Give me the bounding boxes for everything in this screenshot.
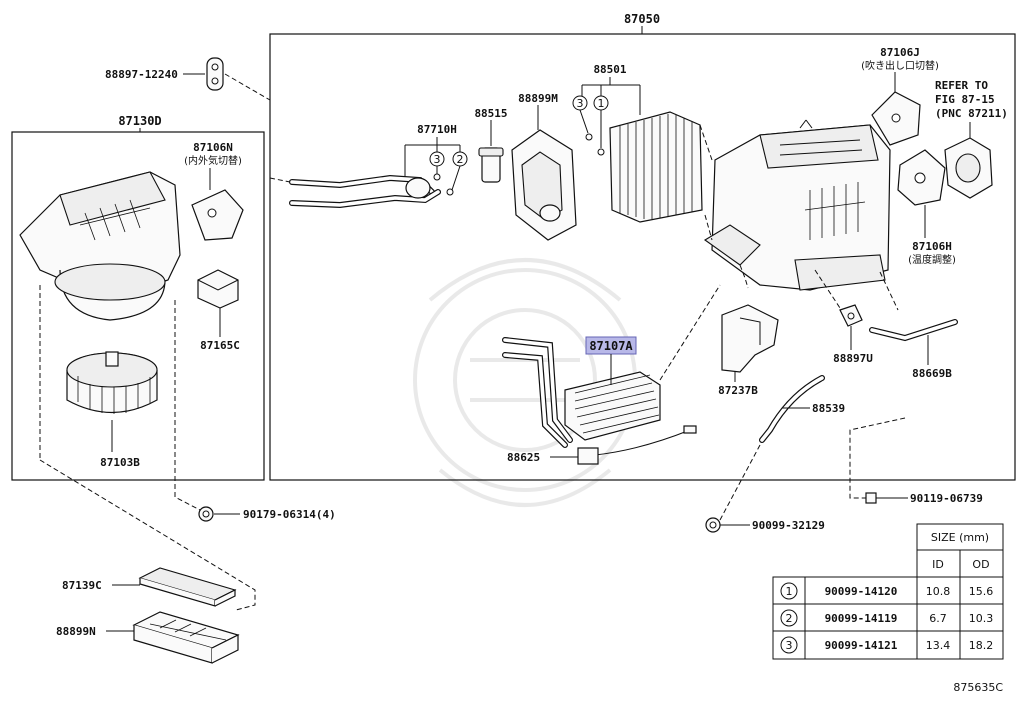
callout-3-88501: 3 — [572, 95, 588, 111]
label-87103B: 87103B — [100, 456, 140, 469]
figure-number: 875635C — [953, 681, 1003, 694]
table-row: 3 90099-14121 13.4 18.2 — [780, 636, 994, 654]
valve-88515-part — [478, 147, 504, 183]
svg-text:10.3: 10.3 — [969, 612, 994, 625]
label-87106J: 87106J — [880, 46, 920, 59]
label-88899M: 88899M — [518, 92, 558, 105]
label-87106J-jp: (吹き出し口切替) — [861, 59, 939, 72]
svg-text:90099-14120: 90099-14120 — [825, 585, 898, 598]
label-88899N: 88899N — [56, 625, 96, 638]
svg-text:18.2: 18.2 — [969, 639, 994, 652]
assembly-87130D-frame — [11, 131, 265, 481]
filter-case-88899N-part — [132, 611, 240, 664]
label-90179-06314: 90179-06314(4) — [243, 508, 336, 521]
callout-3-87710H: 3 — [429, 151, 445, 167]
label-87130D: 87130D — [118, 114, 161, 128]
svg-text:2: 2 — [457, 153, 464, 166]
tube-87710H-part — [289, 174, 441, 209]
servo-87106J-part — [871, 91, 921, 146]
screw-90179-part — [198, 506, 214, 522]
label-87106H-jp: (温度調整) — [908, 253, 956, 266]
svg-text:13.4: 13.4 — [926, 639, 951, 652]
size-table-col-od: OD — [972, 558, 989, 571]
label-88897U: 88897U — [833, 352, 873, 365]
filter-87139C-part — [138, 567, 237, 607]
label-87106N: 87106N — [193, 141, 233, 154]
refer-text-line3: (PNC 87211) — [935, 107, 1008, 120]
duct-87237B-part — [721, 304, 779, 373]
label-88539: 88539 — [812, 402, 845, 415]
watermark-emblem — [413, 258, 637, 507]
svg-text:90099-14119: 90099-14119 — [825, 612, 898, 625]
svg-text:90099-14121: 90099-14121 — [825, 639, 898, 652]
wire-88625-part — [577, 425, 697, 465]
svg-text:3: 3 — [434, 153, 441, 166]
label-90099-32129: 90099-32129 — [752, 519, 825, 532]
heater-case-part — [703, 124, 891, 291]
case-88899M-part — [511, 129, 577, 241]
table-row: 1 90099-14120 10.8 15.6 — [780, 582, 994, 600]
actuator-87211-part — [944, 137, 993, 199]
refer-text-line2: FIG 87-15 — [935, 93, 995, 106]
callout-2-87710H: 2 — [452, 151, 468, 167]
evaporator-88501-part — [609, 111, 703, 223]
grommet-part — [206, 57, 224, 91]
hose-88669B-part — [869, 319, 958, 342]
label-88515: 88515 — [474, 107, 507, 120]
blower-motor-87103B-part — [66, 351, 158, 414]
clip-90099-32129-part — [705, 517, 721, 533]
label-88501: 88501 — [593, 63, 626, 76]
label-88625: 88625 — [507, 451, 540, 464]
label-88897-12240: 88897-12240 — [105, 68, 178, 81]
label-87237B: 87237B — [718, 384, 758, 397]
heater-core-87107A-part — [502, 337, 661, 448]
svg-text:2: 2 — [786, 612, 793, 625]
label-87139C: 87139C — [62, 579, 102, 592]
grommet-88897U-part — [839, 304, 863, 327]
label-87106H: 87106H — [912, 240, 952, 253]
label-87710H: 87710H — [417, 123, 457, 136]
size-table: SIZE (mm) ID OD 1 90099-14120 10.8 15.6 … — [772, 523, 1004, 660]
label-87106N-jp: (内外気切替) — [184, 154, 242, 167]
svg-text:1: 1 — [786, 585, 793, 598]
size-table-title: SIZE (mm) — [931, 531, 989, 544]
label-88669B: 88669B — [912, 367, 952, 380]
label-87050: 87050 — [624, 12, 660, 26]
svg-text:3: 3 — [577, 97, 584, 110]
servo-87106N-part — [191, 189, 244, 241]
callout-1-88501: 1 — [593, 95, 609, 111]
svg-text:15.6: 15.6 — [969, 585, 994, 598]
table-row: 2 90099-14119 6.7 10.3 — [780, 609, 994, 627]
svg-text:3: 3 — [786, 639, 793, 652]
label-90119-06739: 90119-06739 — [910, 492, 983, 505]
blower-housing-part — [19, 171, 181, 321]
label-87107A[interactable]: 87107A — [589, 339, 633, 353]
svg-text:6.7: 6.7 — [929, 612, 947, 625]
servo-87106H-part — [897, 149, 946, 206]
resistor-87165C-part — [197, 269, 239, 309]
hose-88539-part — [759, 375, 825, 443]
size-table-col-id: ID — [932, 558, 944, 571]
label-87165C: 87165C — [200, 339, 240, 352]
refer-text-line1: REFER TO — [935, 79, 988, 92]
bolt-90119-part — [865, 492, 894, 504]
svg-text:1: 1 — [598, 97, 605, 110]
svg-text:10.8: 10.8 — [926, 585, 951, 598]
